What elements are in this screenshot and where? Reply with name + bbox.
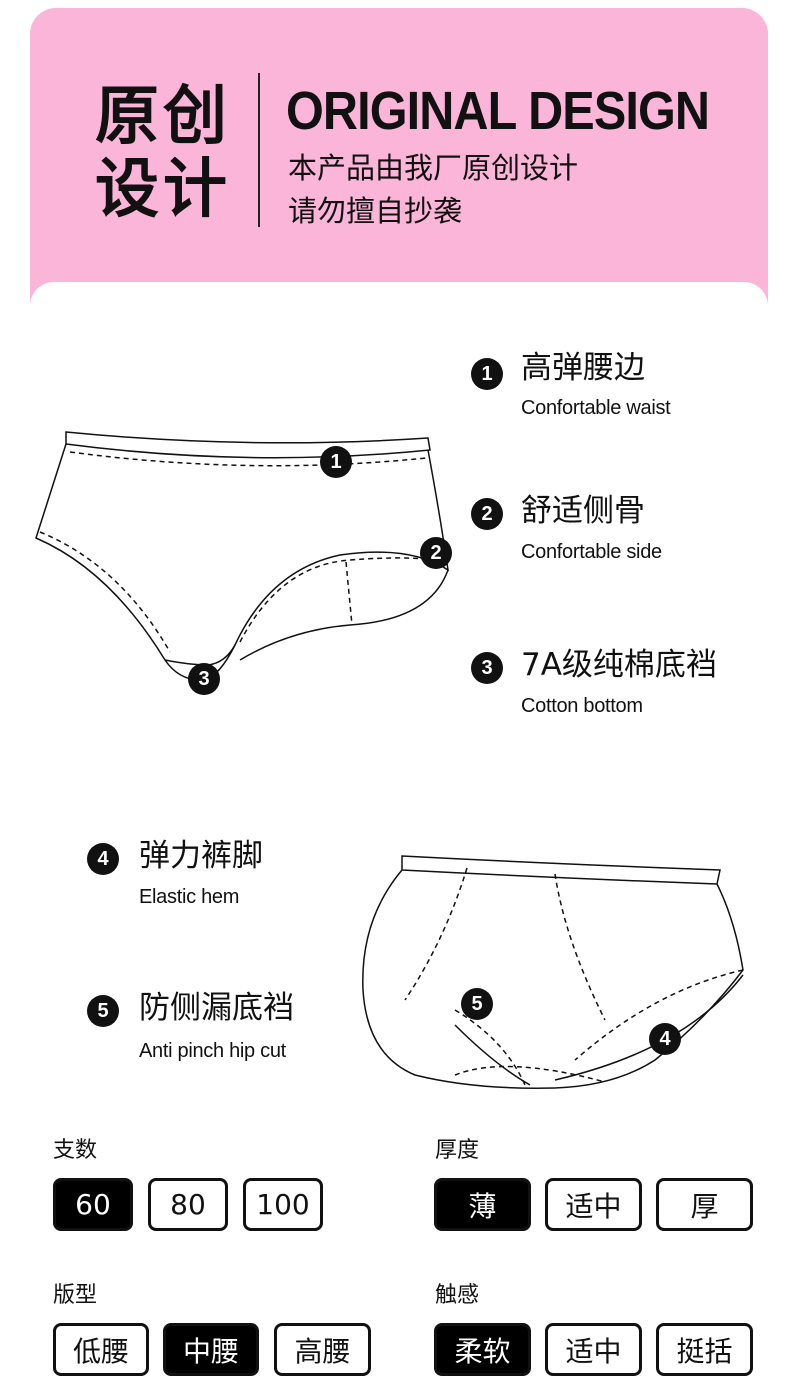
fit-option-mid[interactable]: 中腰	[163, 1323, 259, 1376]
divider	[258, 73, 260, 227]
content-card	[30, 282, 768, 342]
thickness-option-medium[interactable]: 适中	[545, 1178, 642, 1231]
feature-1-badge: 1	[471, 358, 503, 390]
marker-3: 3	[188, 663, 220, 695]
feature-3-subtitle: Cotton bottom	[521, 695, 643, 717]
title-en: ORIGINAL DESIGN	[286, 81, 710, 141]
feel-option-stiff[interactable]: 挺括	[656, 1323, 753, 1376]
back-briefs-illustration	[362, 855, 744, 1089]
fit-label: 版型	[53, 1283, 98, 1308]
count-option-60[interactable]: 60	[53, 1178, 133, 1231]
thickness-option-thick[interactable]: 厚	[656, 1178, 753, 1231]
subtitle-line1: 本产品由我厂原创设计	[288, 151, 579, 185]
title-cn-line2: 设计	[95, 153, 231, 227]
title-cn-line1: 原创	[95, 80, 231, 154]
feel-option-soft[interactable]: 柔软	[434, 1323, 531, 1376]
marker-5: 5	[461, 988, 493, 1020]
feature-3-badge: 3	[471, 652, 503, 684]
feature-4-subtitle: Elastic hem	[139, 886, 240, 908]
feature-2-badge: 2	[471, 498, 503, 530]
fit-option-high[interactable]: 高腰	[274, 1323, 371, 1376]
feature-2-subtitle: Confortable side	[521, 541, 662, 563]
feature-4-title: 弹力裤脚	[139, 838, 263, 874]
fit-option-low[interactable]: 低腰	[53, 1323, 149, 1376]
feature-1-title: 高弹腰边	[521, 350, 645, 386]
thickness-label: 厚度	[435, 1138, 480, 1163]
feature-5-subtitle: Anti pinch hip cut	[139, 1040, 286, 1062]
thickness-option-thin[interactable]: 薄	[434, 1178, 531, 1231]
marker-4: 4	[649, 1023, 681, 1055]
feel-option-medium[interactable]: 适中	[545, 1323, 642, 1376]
count-option-100[interactable]: 100	[243, 1178, 323, 1231]
header-banner	[30, 8, 768, 308]
count-option-80[interactable]: 80	[148, 1178, 228, 1231]
marker-2: 2	[420, 537, 452, 569]
front-briefs-illustration	[35, 431, 449, 681]
feature-1-subtitle: Confortable waist	[521, 397, 671, 419]
feature-2-title: 舒适侧骨	[521, 493, 645, 529]
count-label: 支数	[53, 1138, 98, 1163]
feel-label: 触感	[435, 1283, 480, 1308]
subtitle-line2: 请勿擅自抄袭	[288, 194, 463, 228]
feature-3-title: 7A级纯棉底裆	[521, 647, 717, 683]
feature-5-title: 防侧漏底裆	[139, 990, 294, 1026]
feature-5-badge: 5	[87, 995, 119, 1027]
marker-1: 1	[320, 446, 352, 478]
feature-4-badge: 4	[87, 843, 119, 875]
